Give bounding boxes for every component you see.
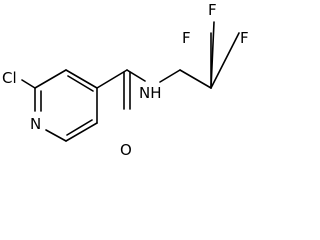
bond-c4-carbonyl — [96, 69, 128, 89]
bond-c3-c4 — [65, 69, 98, 89]
amide-nh-label: NH — [139, 84, 162, 102]
ring-nitrogen-label: N — [30, 115, 41, 133]
bond-cf3-f-top — [210, 21, 215, 89]
fluorine-left-label: F — [182, 29, 191, 47]
bond-carbonyl-nh — [126, 69, 146, 82]
fluorine-right-label: F — [240, 29, 249, 47]
bond-c2-c3 — [34, 69, 67, 89]
carbonyl-oxygen-label: O — [120, 141, 132, 155]
structure-diagram: Cl N NH O F F F — [2, 1, 249, 155]
bond-c5-c6 — [65, 122, 98, 142]
pyridine-ring — [34, 69, 98, 142]
bond-ch2-cf3 — [179, 69, 212, 89]
bond-cf3-f-right — [210, 32, 240, 89]
chlorine-label: Cl — [2, 69, 17, 87]
fluorine-top-label: F — [208, 1, 217, 19]
molecule-drawing: Cl N NH O F F F — [2, 1, 249, 155]
bond-nh-ch2 — [159, 69, 181, 83]
bond-c2-cl — [21, 79, 36, 89]
bond-c6-n1 — [45, 129, 67, 142]
bond-c5-c6-double — [66, 119, 93, 136]
bond-c3-c4-double — [67, 75, 94, 92]
